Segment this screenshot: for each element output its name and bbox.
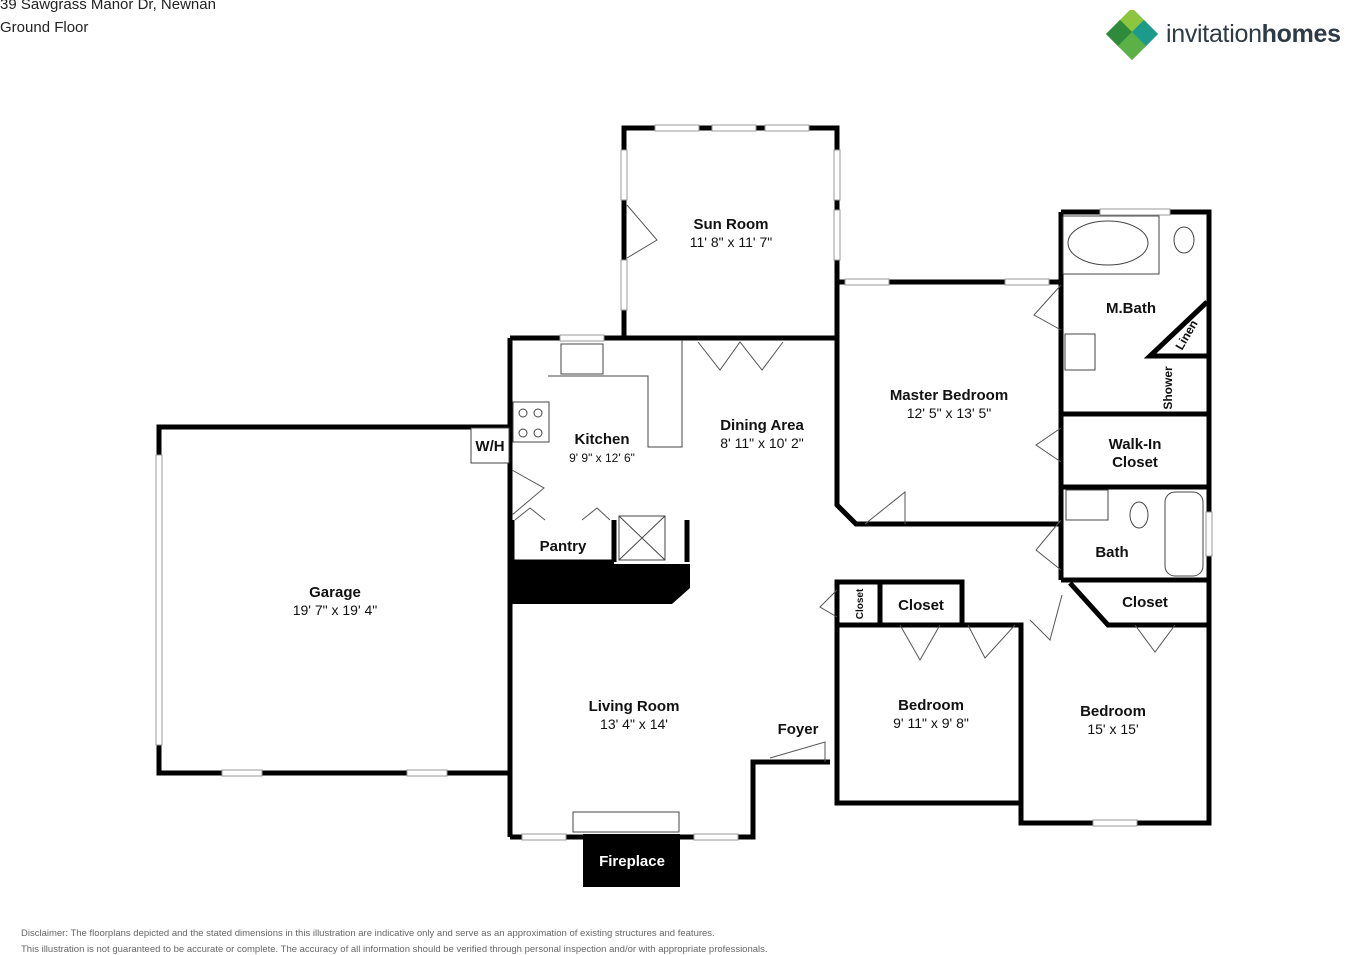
brand-name-bold: homes (1261, 20, 1341, 48)
windows (155, 124, 1213, 841)
kitchen-label: Kitchen (574, 431, 629, 448)
wh-label: W/H (475, 438, 504, 455)
disclaimer-line-2: This illustration is not guaranteed to b… (21, 944, 768, 955)
fireplace-label: Fireplace (599, 853, 665, 870)
garage-label: Garage (309, 584, 361, 601)
bedroom-a-label: Bedroom (898, 697, 964, 714)
foyer-label: Foyer (778, 721, 819, 738)
closet-b-wall (1068, 581, 1209, 628)
bedroom-b-label: Bedroom (1080, 703, 1146, 720)
disclaimer-line-1: Disclaimer: The floorplans depicted and … (21, 928, 715, 939)
master-tub (1067, 220, 1149, 266)
floor-plan: Sun Room 11' 8" x 11' 7" Kitchen 9' 9" x… (155, 124, 1213, 887)
dining-label: Dining Area (720, 417, 804, 434)
walk-in-label-1: Walk-In (1109, 436, 1162, 453)
bath-sink (1065, 489, 1109, 521)
dining-dims: 8' 11" x 10' 2" (720, 435, 804, 451)
bedroom-a-dims: 9' 11" x 9' 8" (893, 715, 969, 731)
brand-mark-icon (1105, 7, 1159, 61)
master-left-wall (834, 338, 1061, 527)
walls (156, 125, 1212, 840)
bath-toilet (1129, 501, 1149, 529)
sun-room-label: Sun Room (694, 216, 769, 233)
pantry-label: Pantry (540, 538, 587, 555)
brand-wordmark: invitationhomes (1166, 20, 1341, 49)
garage-dims: 19' 7" x 19' 4" (293, 602, 378, 618)
stair-counter (510, 564, 690, 604)
master-sink (1064, 333, 1096, 371)
brand-name-light: invitation (1166, 20, 1262, 48)
master-bedroom-label: Master Bedroom (890, 387, 1008, 404)
closet-a-label: Closet (898, 597, 944, 614)
closet-small-label: Closet (855, 588, 866, 619)
pantry-wall (509, 520, 614, 565)
living-room-label: Living Room (589, 698, 680, 715)
property-address: 39 Sawgrass Manor Dr, Newnan (0, 0, 216, 13)
fireplace-box (583, 834, 680, 887)
bath-tub (1164, 491, 1204, 577)
master-bath-label: M.Bath (1106, 300, 1156, 317)
walk-in-label-2: Closet (1112, 454, 1158, 471)
kitchen-sink (560, 343, 604, 375)
closet-b-label: Closet (1122, 594, 1168, 611)
master-toilet (1173, 226, 1195, 254)
sun-room-dims: 11' 8" x 11' 7" (690, 234, 773, 250)
bedroom-a-wall (834, 622, 1024, 806)
doors (511, 204, 1176, 762)
bedroom-b-dims: 15' x 15' (1087, 721, 1138, 737)
bath-label: Bath (1095, 544, 1128, 561)
stove (512, 401, 550, 443)
brand-logo: invitationhomes (1104, 7, 1354, 62)
linen-wall (1143, 300, 1209, 359)
fixtures (470, 215, 1204, 833)
shower-label: Shower (1161, 366, 1175, 410)
hearth (572, 811, 680, 833)
sunroom-wall (621, 125, 840, 338)
kitchen-dims: 9' 9" x 12' 6" (569, 451, 635, 465)
floor-label: Ground Floor (0, 19, 89, 36)
linen-label: Linen (1172, 318, 1200, 353)
water-heater (470, 427, 510, 464)
living-room-dims: 13' 4" x 14' (600, 716, 668, 732)
master-bedroom-dims: 12' 5" x 13' 5" (907, 405, 992, 421)
closet-top-wall (834, 579, 965, 625)
